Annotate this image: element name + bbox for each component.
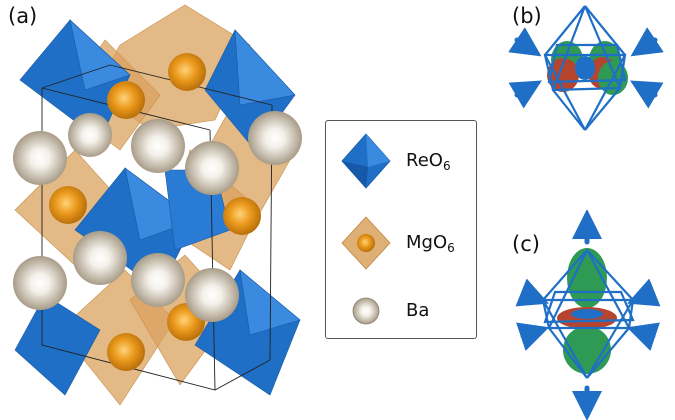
legend-label-ba: Ba — [406, 300, 430, 321]
orbital-c-illustration — [515, 210, 661, 420]
orange-octahedron-icon — [341, 216, 391, 270]
octahedral-cage-c — [541, 249, 635, 379]
panel-label-c: (c) — [512, 232, 540, 256]
legend-box: ReO6 MgO6 — [325, 120, 477, 339]
legend-formula-mgo6: MgO — [406, 232, 448, 253]
crystal-structure-illustration — [13, 4, 302, 406]
panel-label-b: (b) — [512, 4, 542, 28]
legend-formula-reo6: ReO — [406, 150, 443, 171]
gray-sphere-icon — [352, 297, 380, 325]
legend-label-reo6: ReO6 — [406, 150, 451, 173]
octahedral-cage-b — [543, 5, 627, 131]
orbital-lobes-c — [557, 248, 617, 374]
panel-label-a: (a) — [8, 4, 38, 28]
blue-octahedron-icon — [341, 133, 391, 189]
displacement-arrows-b — [508, 27, 664, 109]
legend-item-ba: Ba — [326, 281, 476, 341]
legend-item-mgo6: MgO6 — [326, 213, 476, 273]
orbital-b-illustration — [508, 5, 664, 131]
orbital-lobes-b — [547, 41, 628, 95]
displacement-arrows-c — [515, 210, 661, 420]
legend-label-mgo6: MgO6 — [406, 232, 455, 255]
ba-atoms — [13, 111, 302, 322]
legend-subscript-reo6: 6 — [442, 159, 451, 173]
legend-item-reo6: ReO6 — [326, 131, 476, 191]
legend-subscript-mgo6: 6 — [447, 241, 455, 255]
